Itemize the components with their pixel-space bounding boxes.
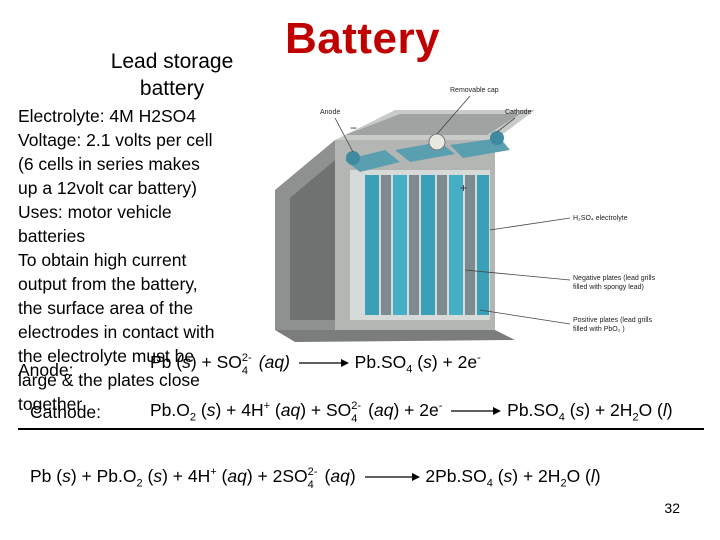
svg-text:+: +: [460, 181, 467, 195]
body-line: up a 12volt car battery): [18, 178, 197, 198]
label-removable-cap: Removable cap: [450, 87, 499, 94]
body-line: Electrolyte: 4M H2SO4: [18, 106, 196, 126]
divider-rule: [18, 428, 704, 430]
body-line: the surface area of the: [18, 298, 194, 318]
body-line: Voltage: 2.1 volts per cell: [18, 130, 213, 150]
label-negative-1: Negative plates (lead grills: [573, 275, 656, 282]
label-anode: Anode: [320, 109, 340, 116]
body-text: Electrolyte: 4M H2SO4 Voltage: 2.1 volts…: [18, 104, 215, 416]
body-line: To obtain high current: [18, 250, 187, 270]
body-line: Uses: motor vehicle: [18, 202, 172, 222]
plates: [365, 175, 489, 315]
cathode-label: Cathode:: [30, 402, 102, 422]
anode-label: Anode:: [18, 360, 74, 380]
body-line: output from the battery,: [18, 274, 198, 294]
body-line: large & the plates close: [18, 370, 200, 390]
page-number: 32: [664, 500, 680, 516]
body-line: (6 cells in series makes: [18, 154, 200, 174]
superscript-subscript: 2-4: [307, 466, 318, 491]
label-positive-2: filled with PbO₂ ): [573, 326, 625, 333]
label-negative-2: filled with spongy lead): [573, 284, 644, 291]
reaction-arrow: [298, 359, 349, 368]
reaction-arrow: [364, 473, 420, 482]
body-line: electrodes in contact with: [18, 322, 215, 342]
svg-text:−: −: [350, 121, 357, 135]
body-line: batteries: [18, 226, 86, 246]
label-electrolyte: H₂SO₄ electrolyte: [573, 215, 628, 222]
superscript-subscript: 2-4: [351, 400, 362, 425]
superscript-subscript: 2-4: [241, 352, 252, 377]
slide-title: Battery: [285, 14, 441, 63]
body-line: the electrolyte must be: [18, 346, 195, 366]
label-positive-1: Positive plates (lead grills: [573, 317, 652, 324]
battery-diagram: − + Anode Removable cap Cathode H₂SO₄ el…: [275, 87, 656, 342]
connector-straps: [345, 131, 510, 172]
body-line: together: [18, 394, 83, 414]
reaction-arrow: [451, 407, 502, 416]
label-cathode: Cathode: [505, 109, 532, 116]
slide-subtitle: Lead storage battery: [110, 50, 234, 100]
leader-lines: [334, 95, 571, 325]
